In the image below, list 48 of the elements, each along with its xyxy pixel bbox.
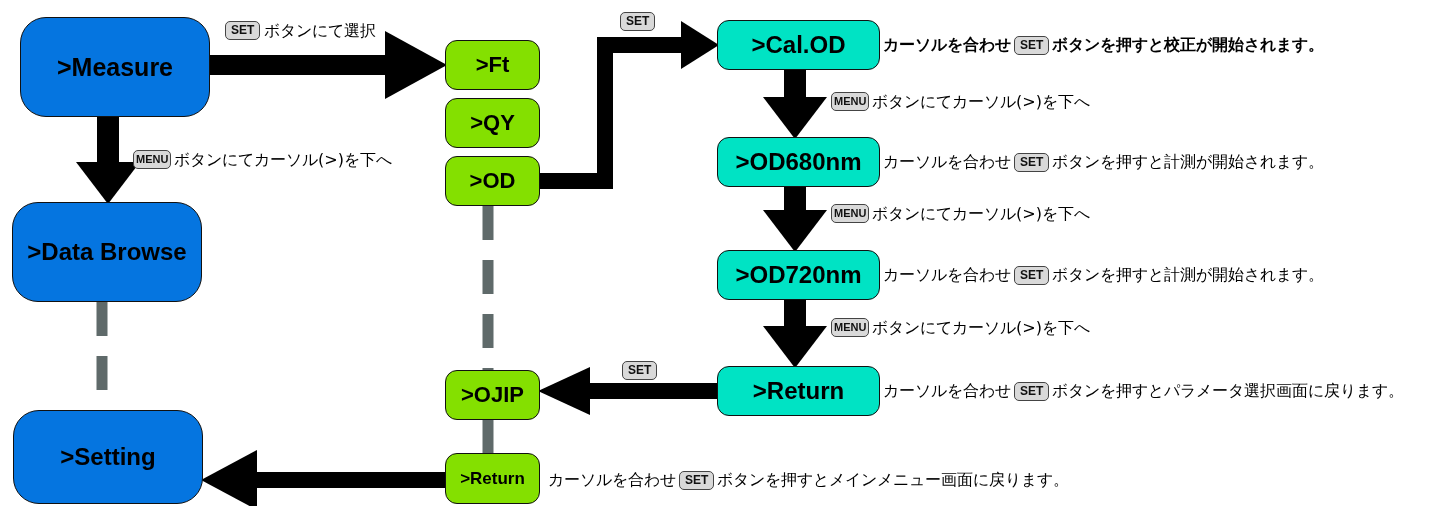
key-badge: MENU <box>831 318 870 337</box>
edge-label: ボタンにてカーソル(>)を下へ <box>174 150 392 171</box>
arrow <box>201 450 445 506</box>
note-text: ボタンを押すとパラメータ選択画面に戻ります。 <box>1052 380 1405 402</box>
note-text: ボタンを押すと校正が開始されます。 <box>1052 34 1325 56</box>
note-text: ボタンを押すと計測が開始されます。 <box>1052 264 1325 286</box>
arrow <box>763 300 827 368</box>
menu-box: >Data Browse <box>12 202 202 302</box>
key-badge: SET <box>1014 265 1050 285</box>
key-badge: SET <box>679 470 715 490</box>
menu-box: >Measure <box>20 17 210 117</box>
note-text: カーソルを合わせ <box>883 264 1011 286</box>
edge-label: ボタンにてカーソル(>)を下へ <box>872 204 1090 225</box>
key-badge: SET <box>1014 152 1050 172</box>
parameter-box: >OJIP <box>445 370 540 420</box>
note-text: カーソルを合わせ <box>883 380 1011 402</box>
key-badge: MENU <box>831 204 870 223</box>
parameter-box: >QY <box>445 98 540 148</box>
key-badge: SET <box>225 21 261 40</box>
key-badge: SET <box>620 12 656 31</box>
note-text: カーソルを合わせ <box>548 469 676 491</box>
note-text: カーソルを合わせ <box>883 151 1011 173</box>
edge-label: ボタンにてカーソル(>)を下へ <box>872 318 1090 339</box>
option-box: >Cal.OD <box>717 20 880 70</box>
arrow <box>763 187 827 252</box>
edge-label: ボタンにてカーソル(>)を下へ <box>872 92 1090 113</box>
key-badge: SET <box>1014 381 1050 401</box>
parameter-box: >OD <box>445 156 540 206</box>
arrow <box>540 21 719 189</box>
note-text: カーソルを合わせ <box>883 34 1011 56</box>
option-box: >OD680nm <box>717 137 880 187</box>
key-badge: SET <box>622 361 658 380</box>
key-badge: SET <box>1014 35 1050 55</box>
parameter-box: >Ft <box>445 40 540 90</box>
dashed-line <box>482 420 494 453</box>
key-badge: MENU <box>133 150 172 169</box>
arrow <box>210 31 447 99</box>
menu-box: >Setting <box>13 410 203 504</box>
option-box: >Return <box>717 366 880 416</box>
option-box: >OD720nm <box>717 250 880 300</box>
edge-label: ボタンにて選択 <box>264 21 376 42</box>
note-text: ボタンを押すと計測が開始されます。 <box>1052 151 1325 173</box>
parameter-box: >Return <box>445 453 540 504</box>
note-text: ボタンを押すとメインメニュー画面に戻ります。 <box>717 469 1070 491</box>
dashed-line <box>482 206 494 370</box>
arrow <box>538 367 717 415</box>
arrow <box>763 70 827 139</box>
key-badge: MENU <box>831 92 870 111</box>
